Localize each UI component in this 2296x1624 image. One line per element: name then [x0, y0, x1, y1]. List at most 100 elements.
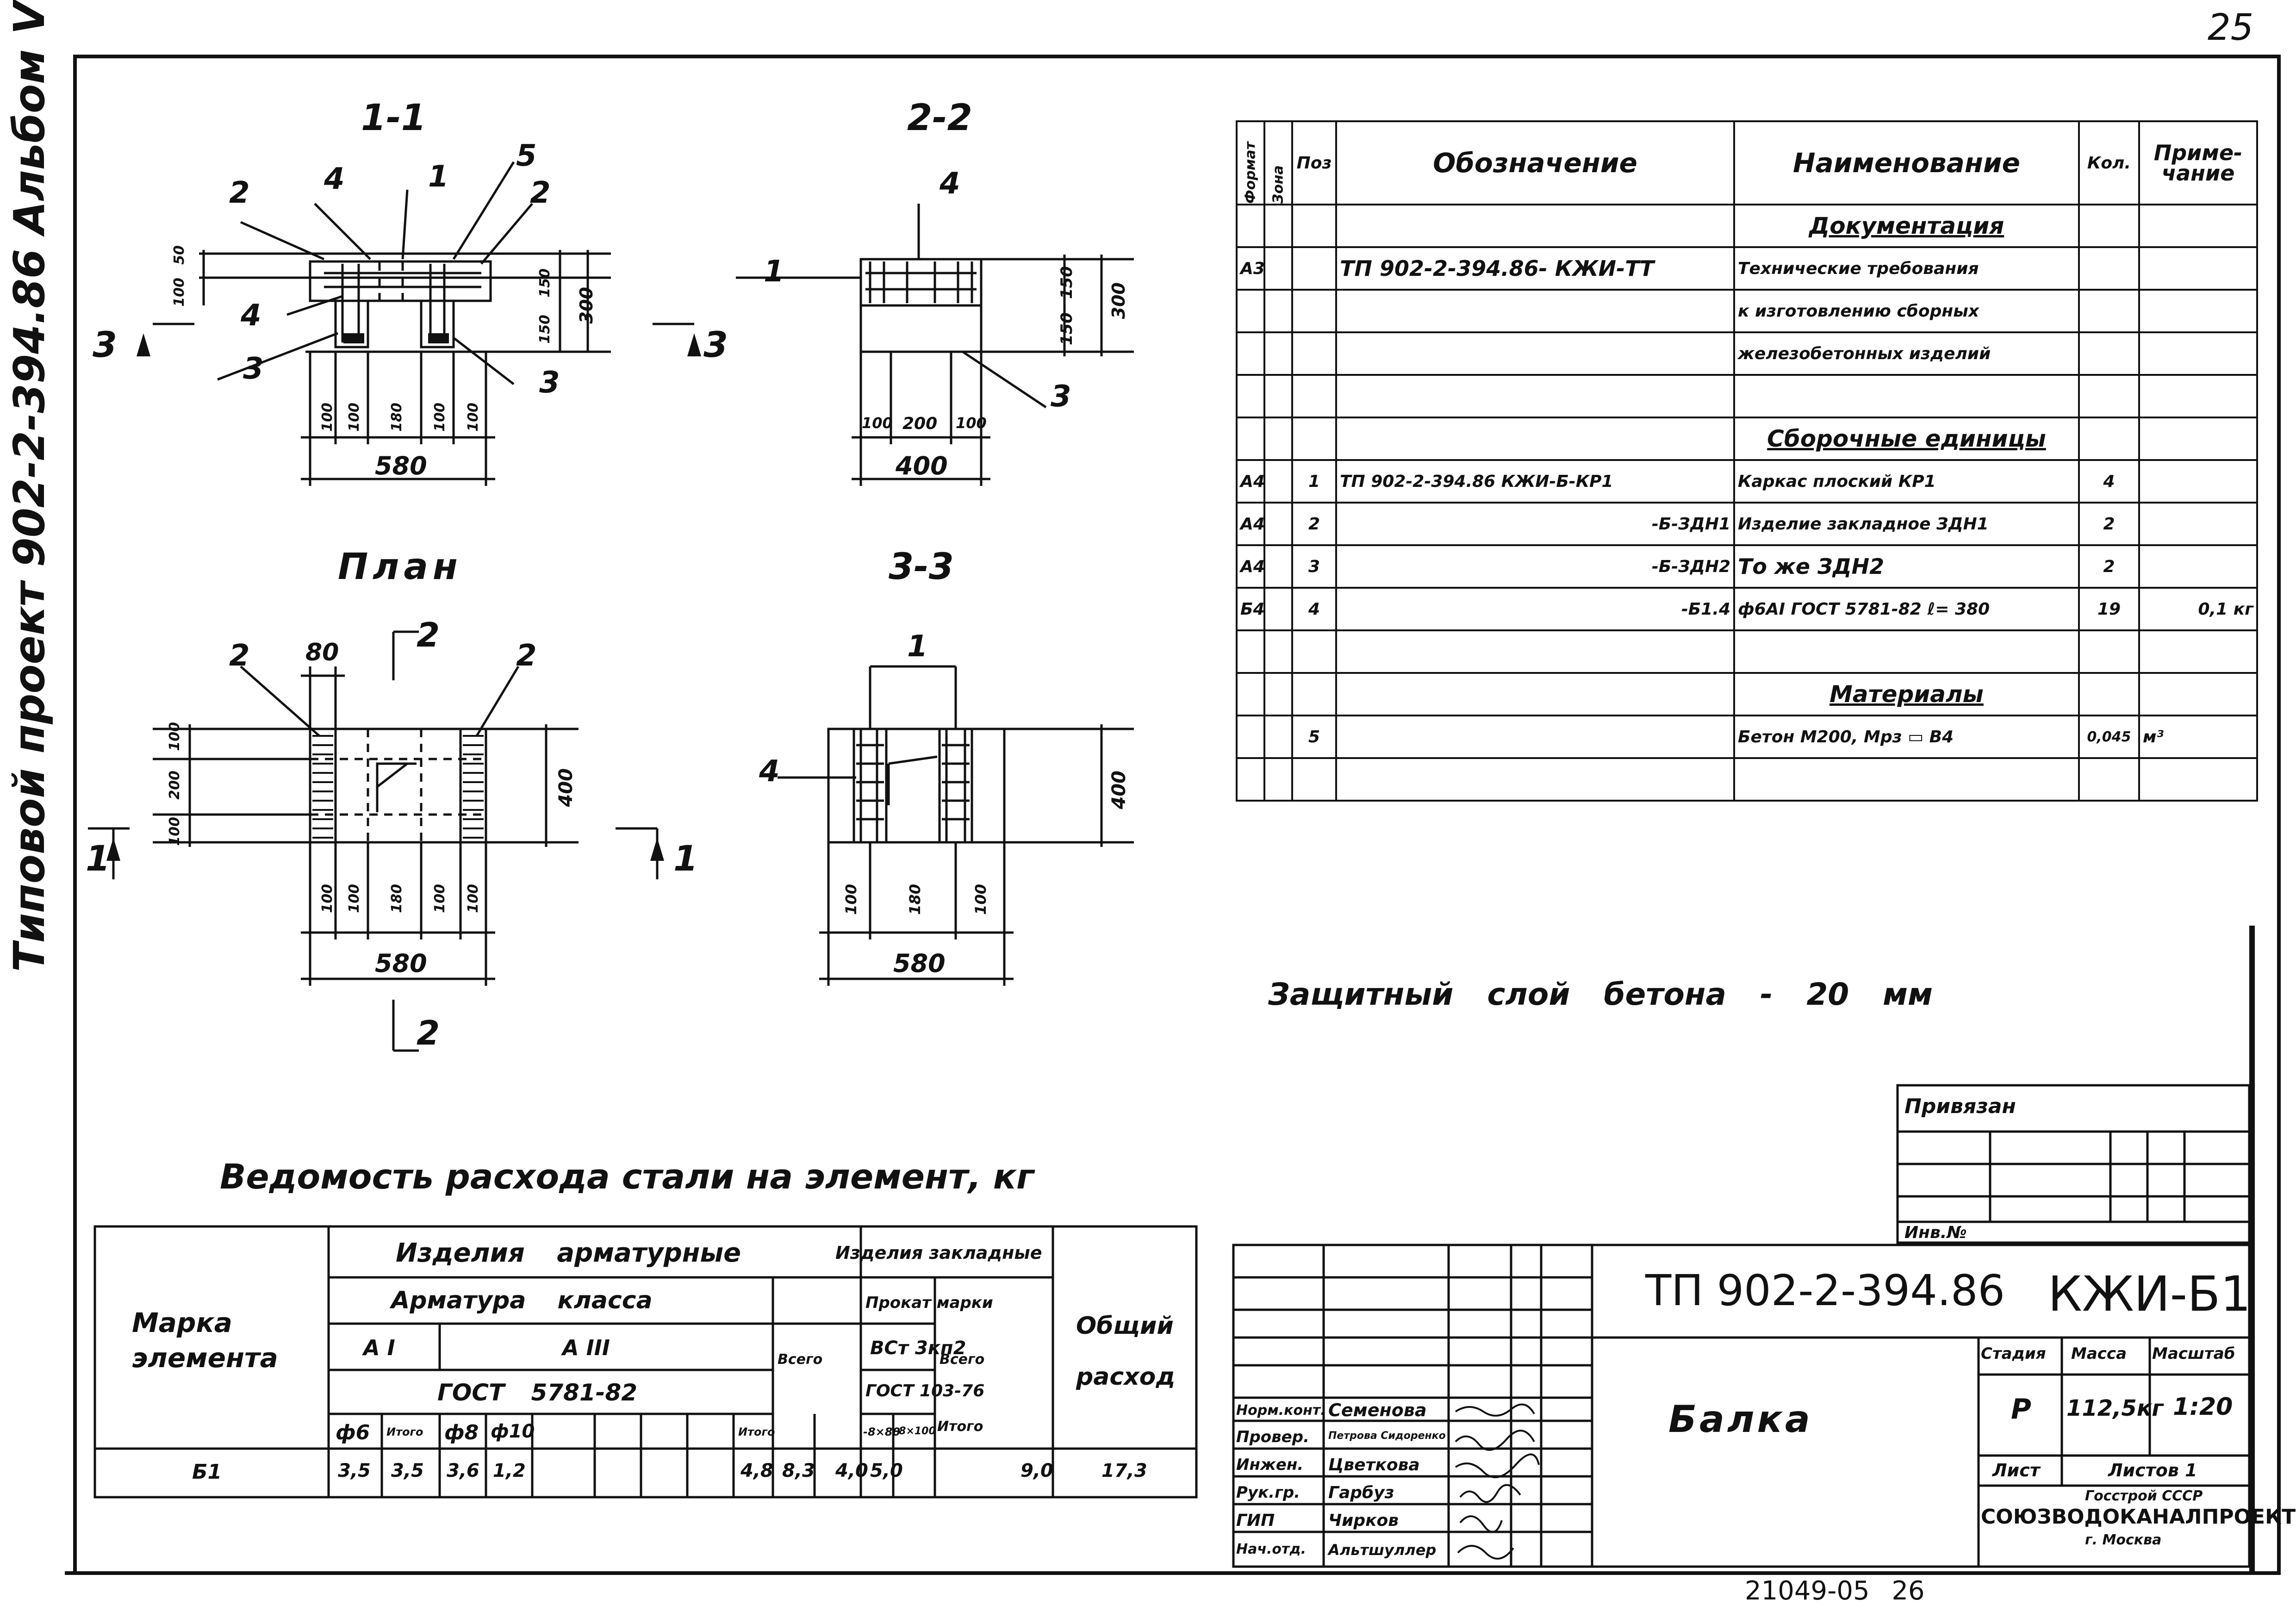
- steel-h-vst: ВСт 3кп2: [870, 1338, 966, 1359]
- steel-v-p2: 5,0: [870, 1460, 903, 1481]
- s11-mark-2b: 2: [530, 176, 551, 210]
- spec-cell-format: А4: [1236, 459, 1265, 504]
- s33-dim-total: 580: [893, 949, 946, 978]
- s11-mark-3a: 3: [243, 352, 264, 386]
- steel-h-itogo3: Итого: [937, 1419, 983, 1435]
- steel-v-itogo1: 3,5: [391, 1460, 424, 1481]
- s11-mark-3b: 3: [539, 366, 560, 400]
- steel-h-total: Общий расход: [1076, 1312, 1176, 1391]
- spec-row: к изготовлению сборных: [1236, 289, 2258, 333]
- frame-right: [2277, 55, 2281, 1573]
- steel-v-mark: Б1: [192, 1460, 222, 1484]
- steel-h-prokat: Прокат марки: [865, 1294, 993, 1312]
- spec-row: Материалы: [1236, 672, 2258, 716]
- steel-h-reinf: Изделия арматурные: [396, 1238, 741, 1268]
- steel-h-gost-prokat: ГОСТ 103-76: [865, 1381, 985, 1400]
- spec-cell-name: Бетон М200, Мрз ▭ В4: [1733, 715, 2080, 759]
- drawing-title: Балка: [1668, 1398, 1813, 1441]
- s33-dim-b1: 100: [842, 884, 860, 915]
- steel-v-total: 17,3: [1101, 1460, 1147, 1481]
- stamp-role-5: ГИП: [1236, 1511, 1275, 1530]
- s33-mark-4: 4: [759, 754, 780, 789]
- s22-dim-b1: 100: [862, 414, 893, 432]
- plan-cut-arrow-left: 1: [86, 838, 110, 879]
- s11-mark-1: 1: [428, 160, 449, 194]
- stamp-sheets-label: Листов 1: [2108, 1460, 2197, 1481]
- spec-cell-qty: 0,045: [2078, 715, 2140, 759]
- stamp-stage-label: Стадия: [1981, 1344, 2046, 1363]
- spec-cell-qty: 4: [2078, 459, 2140, 504]
- spec-h-zone: Зона: [1264, 121, 1292, 205]
- spec-row: А4 3 -Б-ЗДН2 То же ЗДН2 2: [1236, 544, 2258, 589]
- spec-h-pos: Поз: [1291, 120, 1337, 205]
- spec-row: А4 2 -Б-ЗДН1 Изделие закладное ЗДН1 2: [1236, 502, 2258, 546]
- s33-mark-1: 1: [907, 629, 928, 664]
- plan-cut-bottom: 2: [417, 1014, 440, 1052]
- title-block-grid: [1232, 1244, 2251, 1568]
- stamp-org1: Госстрой СССР: [2085, 1488, 2203, 1504]
- sheet-code: КЖИ-Б1: [2048, 1266, 2251, 1322]
- section-2-2-drawing: [736, 204, 1134, 486]
- frame-right-inner: [2249, 926, 2255, 1574]
- spec-row: [1236, 374, 2258, 418]
- s11-mark-2a: 2: [229, 176, 250, 210]
- binding-label: Привязан: [1904, 1095, 2016, 1118]
- spec-cell-note: 0,1 кг: [2138, 587, 2258, 631]
- spec-cell-designation: ТП 902-2-394.86 КЖИ-Б-КР1: [1335, 459, 1735, 504]
- binding-grid: [1896, 1084, 2251, 1244]
- spec-cell-designation: -Б1.4: [1335, 587, 1735, 631]
- plan-cut-top: 2: [417, 616, 440, 654]
- steel-table-grid: [93, 1225, 1198, 1499]
- s33-dim-400: 400: [1108, 771, 1130, 809]
- stamp-org3: г. Москва: [2085, 1532, 2162, 1548]
- steel-h-embedded: Изделия закладные: [835, 1243, 1042, 1263]
- spec-cell-name: железобетонных изделий: [1733, 331, 2080, 376]
- s22-mark-4: 4: [940, 167, 960, 201]
- spec-h-designation: Обозначение: [1335, 120, 1735, 205]
- steel-v-vsego1: 8,3: [782, 1460, 815, 1481]
- steel-h-class: Арматура класса: [391, 1287, 653, 1314]
- signatures: [1455, 1403, 1540, 1560]
- plan-dim-total: 580: [375, 949, 427, 978]
- s11-dim-total: 580: [375, 451, 427, 480]
- steel-v-vsego2: 9,0: [1020, 1460, 1053, 1481]
- stamp-sheet-label: Лист: [1992, 1460, 2040, 1481]
- frame-top: [73, 55, 2281, 58]
- steel-v-d10: 1,2: [493, 1460, 526, 1481]
- stamp-role-3: Инжен.: [1236, 1456, 1304, 1474]
- section-3-3-drawing: [778, 665, 1134, 986]
- spec-h-qty: Кол.: [2078, 120, 2140, 205]
- stamp-mass-label: Масса: [2071, 1344, 2127, 1363]
- steel-h-d6: ф6: [336, 1421, 370, 1444]
- s11-mark-5: 5: [516, 139, 537, 173]
- s22-mark-3: 3: [1051, 380, 1071, 414]
- section-3-3-title: 3-3: [889, 546, 954, 588]
- s11-cut-arrow-left: 3: [93, 324, 117, 365]
- spec-cell-format: А3: [1236, 246, 1265, 291]
- spec-cell-note: м³: [2138, 715, 2258, 759]
- s33-dim-b3: 100: [972, 884, 989, 915]
- stamp-role-1: Норм.конт.: [1236, 1402, 1326, 1419]
- page-number: 25: [2208, 7, 2254, 49]
- stamp-name-5: Чирков: [1328, 1511, 1399, 1530]
- spec-row: Сборочные единицы: [1236, 417, 2258, 461]
- stamp-name-2: Петрова Сидоренко: [1328, 1430, 1446, 1442]
- title-block: ТП 902-2-394.86 КЖИ-Б1 Балка Стадия Масс…: [1232, 1244, 2296, 1569]
- spec-cell-name: Технические требования: [1733, 246, 2080, 291]
- spec-row: Документация: [1236, 204, 2258, 248]
- footer-number: 21049-05 26: [1745, 1576, 1925, 1606]
- spec-row: [1236, 757, 2258, 802]
- plan-cut-arrow-right: 1: [673, 838, 698, 879]
- spec-cell-name: То же ЗДН2: [1733, 544, 2080, 589]
- steel-h-p1: -8×80: [863, 1425, 901, 1438]
- s22-mark-1: 1: [764, 255, 784, 289]
- inv-label: Инв.№: [1904, 1223, 1967, 1242]
- s22-dim-b3: 100: [956, 414, 987, 432]
- steel-v-itogo2: 4,8: [740, 1460, 773, 1481]
- spec-cell-qty: 19: [2078, 587, 2140, 631]
- stamp-scale: 1:20: [2173, 1393, 2233, 1421]
- s11-mark-4a: 4: [324, 162, 345, 196]
- steel-h-gost: ГОСТ 5781-82: [437, 1379, 638, 1406]
- steel-h-vsego2: Всего: [940, 1351, 985, 1368]
